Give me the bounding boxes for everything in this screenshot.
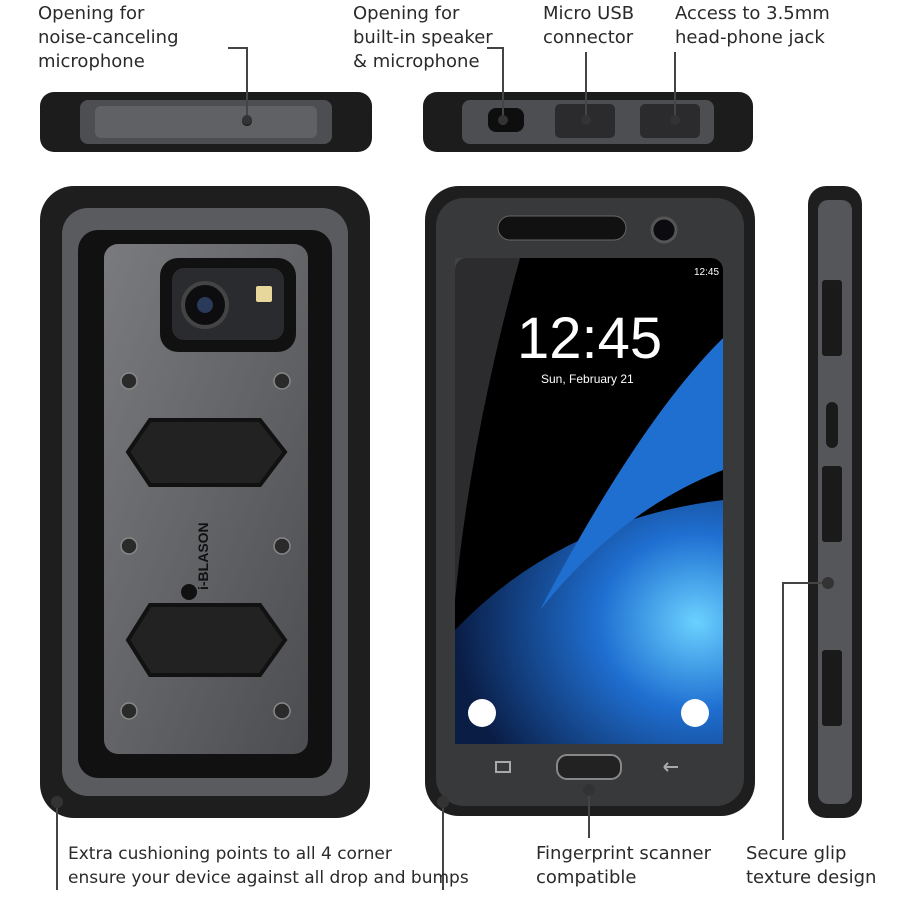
label-line: & microphone	[353, 51, 480, 72]
phone-call-icon	[468, 699, 496, 727]
label-line: Opening for	[38, 3, 145, 24]
callout-dots	[51, 115, 834, 808]
label-line: built-in speaker	[353, 27, 493, 48]
leader-lines	[56, 47, 828, 890]
recent-apps-icon	[495, 761, 511, 773]
label-line: microphone	[38, 51, 145, 72]
label-line: Fingerprint scanner	[536, 843, 711, 864]
camera-shortcut-icon	[681, 699, 709, 727]
label-line: texture design	[746, 867, 877, 888]
label-headphone-jack: Access to 3.5mm head-phone jack	[675, 2, 830, 50]
case-back-view: i-BLASON	[40, 186, 370, 818]
label-line: Access to 3.5mm	[675, 3, 830, 24]
label-micro-usb: Micro USB connector	[543, 2, 634, 50]
label-mic-opening: Opening for noise-canceling microphone	[38, 2, 179, 74]
label-line: connector	[543, 27, 634, 48]
label-corner-cushioning: Extra cushioning points to all 4 corner …	[68, 842, 469, 890]
lock-screen-date: Sun, February 21	[541, 372, 634, 386]
case-side-view	[808, 186, 862, 818]
label-line: head-phone jack	[675, 27, 825, 48]
lock-screen-clock: 12:45	[517, 306, 662, 371]
label-line: noise-canceling	[38, 27, 179, 48]
label-line: compatible	[536, 867, 637, 888]
case-top-edge-left	[40, 92, 372, 152]
label-fingerprint: Fingerprint scanner compatible	[536, 842, 711, 890]
brand-logo: i-BLASON	[195, 522, 211, 590]
label-line: ensure your device against all drop and …	[68, 868, 469, 888]
label-line: Opening for	[353, 3, 460, 24]
label-speaker-opening: Opening for built-in speaker & microphon…	[353, 2, 493, 74]
label-line: Extra cushioning points to all 4 corner	[68, 844, 392, 864]
status-bar-time: 12:45	[694, 267, 719, 278]
label-line: Micro USB	[543, 3, 635, 24]
case-front-view: 12:45 12:45 Sun, February 21	[425, 186, 755, 816]
label-line: Secure glip	[746, 843, 847, 864]
back-icon	[663, 762, 678, 772]
label-grip-texture: Secure glip texture design	[746, 842, 876, 890]
